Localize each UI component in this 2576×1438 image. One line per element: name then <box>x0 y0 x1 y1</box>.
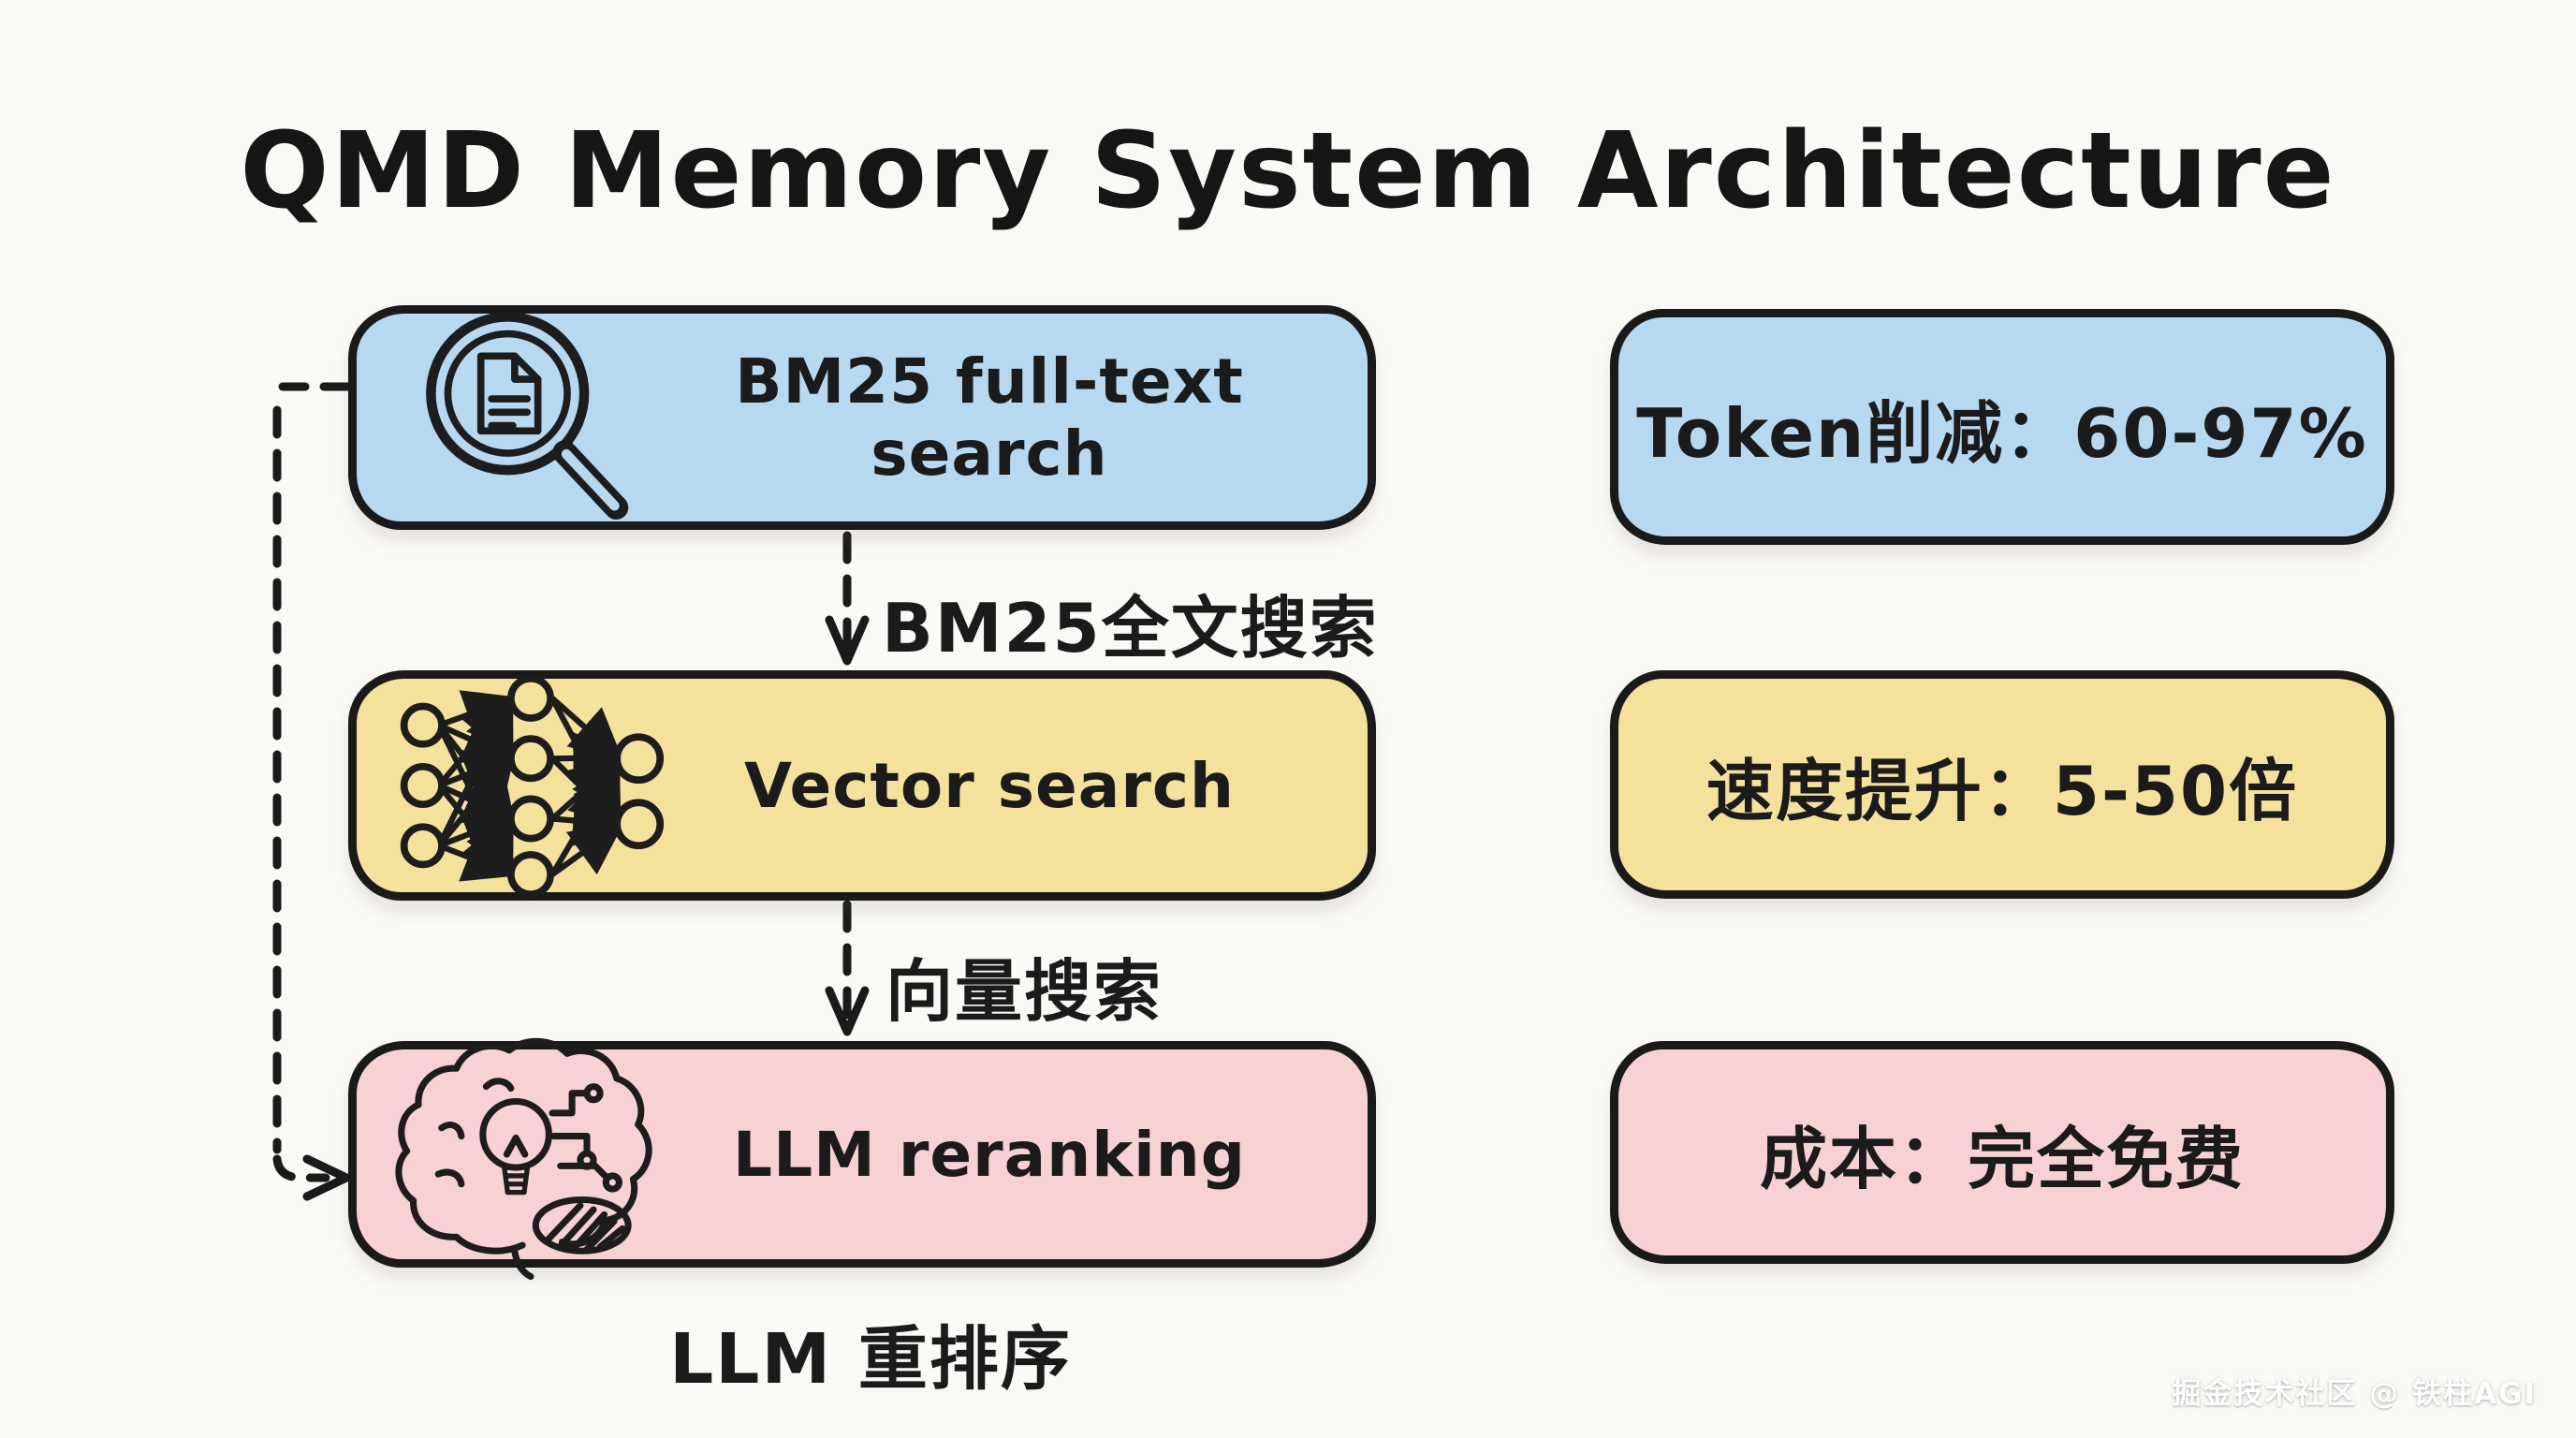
brain-circuit-icon <box>390 1022 671 1286</box>
stat-label: Token削减：60-97% <box>1636 393 2368 473</box>
stat-label: 速度提升：5-50倍 <box>1705 751 2299 830</box>
arrowhead-down-2 <box>825 986 870 1036</box>
page-title: QMD Memory System Architecture <box>240 110 2336 232</box>
arrowhead-right <box>302 1154 351 1201</box>
pipeline-box-label: BM25 full-text search <box>735 345 1244 490</box>
arrowhead-down-1 <box>825 615 870 666</box>
stat-box-cost: 成本：完全免费 <box>1610 1041 2394 1264</box>
pipeline-box-label: LLM reranking <box>733 1118 1246 1191</box>
magnifier-document-icon <box>390 306 671 529</box>
pipeline-box-vector: Vector search <box>348 670 1376 901</box>
neural-network-icon <box>390 673 671 898</box>
pipeline-box-bm25: BM25 full-text search <box>348 305 1376 530</box>
arrow-label-bm25-search: BM25全文搜索 <box>882 589 1379 668</box>
pipeline-box-llm: LLM reranking <box>348 1037 1376 1281</box>
pipeline-caption: LLM 重排序 <box>669 1319 1072 1400</box>
stat-box-speedup: 速度提升：5-50倍 <box>1610 670 2394 899</box>
stat-label: 成本：完全免费 <box>1759 1119 2245 1198</box>
feedback-line-bottom <box>272 1154 330 1182</box>
watermark: 掘金技术社区 @ 铁柱AGI <box>2172 1377 2537 1411</box>
pipeline-box-label: Vector search <box>743 749 1236 822</box>
stat-box-token-reduction: Token削减：60-97% <box>1610 309 2394 545</box>
arrow-label-vector-search: 向量搜索 <box>886 952 1164 1031</box>
